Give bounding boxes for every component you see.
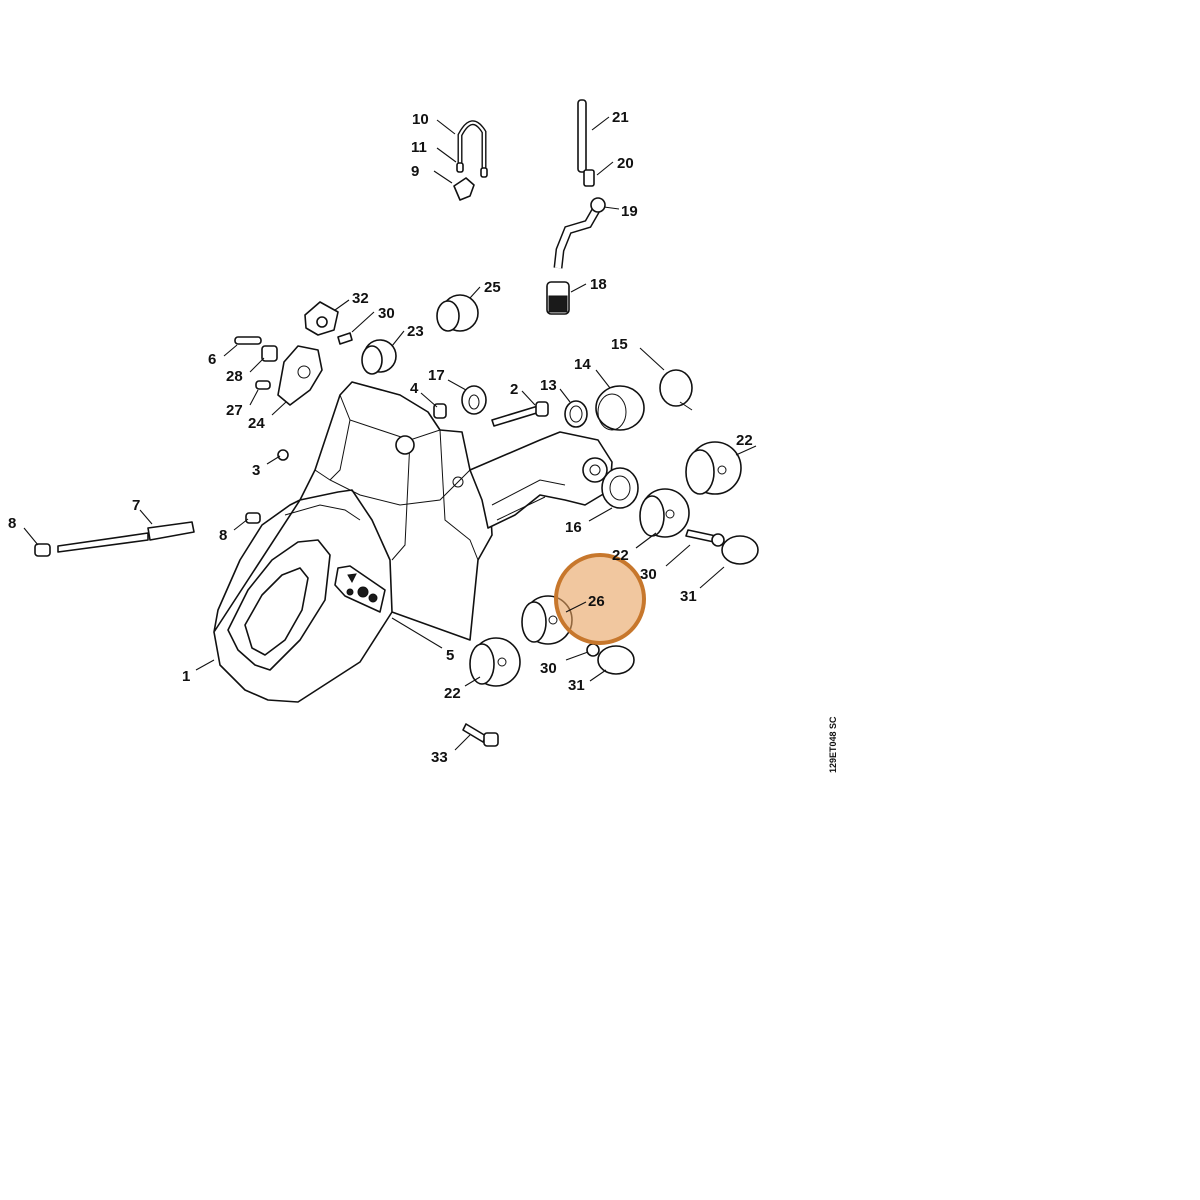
drawing-reference-code: 129ET048 SC [828, 716, 838, 773]
callout-30-right: 30 [640, 566, 657, 583]
callout-4: 4 [410, 380, 419, 397]
callout-18: 18 [590, 276, 607, 293]
callout-5: 5 [446, 647, 454, 664]
callout-15: 15 [611, 336, 628, 353]
callout-9: 8 [219, 527, 227, 544]
callout-30-top: 30 [378, 305, 395, 322]
callout-29: 28 [226, 368, 243, 385]
callout-26: 25 [484, 279, 501, 296]
callout-24: 23 [407, 323, 424, 340]
callout-21: 21 [612, 109, 629, 126]
callout-7: 7 [132, 497, 140, 514]
callout-16: 16 [565, 519, 582, 536]
callout-31-right: 31 [680, 588, 697, 605]
callout-31-low: 31 [568, 677, 585, 694]
main-housing-drawing [213, 381, 613, 703]
callout-10: 9 [411, 163, 419, 180]
callout-19: 19 [621, 203, 638, 220]
highlight-circle-27 [554, 553, 646, 645]
callout-30-low: 30 [540, 660, 557, 677]
callout-28: 27 [226, 402, 243, 419]
callout-14: 14 [574, 356, 591, 373]
callout-1: 1 [182, 668, 190, 685]
callout-22-low: 22 [444, 685, 461, 702]
callout-20: 20 [617, 155, 634, 172]
callout-8: 8 [8, 515, 16, 532]
callout-labels: 10 11 9 21 20 19 18 32 30 23 25 6 28 27 … [8, 109, 838, 773]
callout-6: 6 [208, 351, 216, 368]
callout-3: 3 [252, 462, 260, 479]
callout-11: 10 [412, 111, 429, 128]
callout-23: 22 [612, 547, 629, 564]
leader-lines [23, 116, 757, 751]
callout-17: 17 [428, 367, 445, 384]
callout-13: 13 [540, 377, 557, 394]
callout-2: 2 [510, 381, 518, 398]
callout-33: 33 [431, 749, 448, 766]
callout-32: 32 [352, 290, 369, 307]
callout-25: 24 [248, 415, 265, 432]
callout-22-top: 22 [736, 432, 753, 449]
callout-27: 26 [588, 593, 605, 610]
callout-12: 11 [411, 139, 427, 156]
